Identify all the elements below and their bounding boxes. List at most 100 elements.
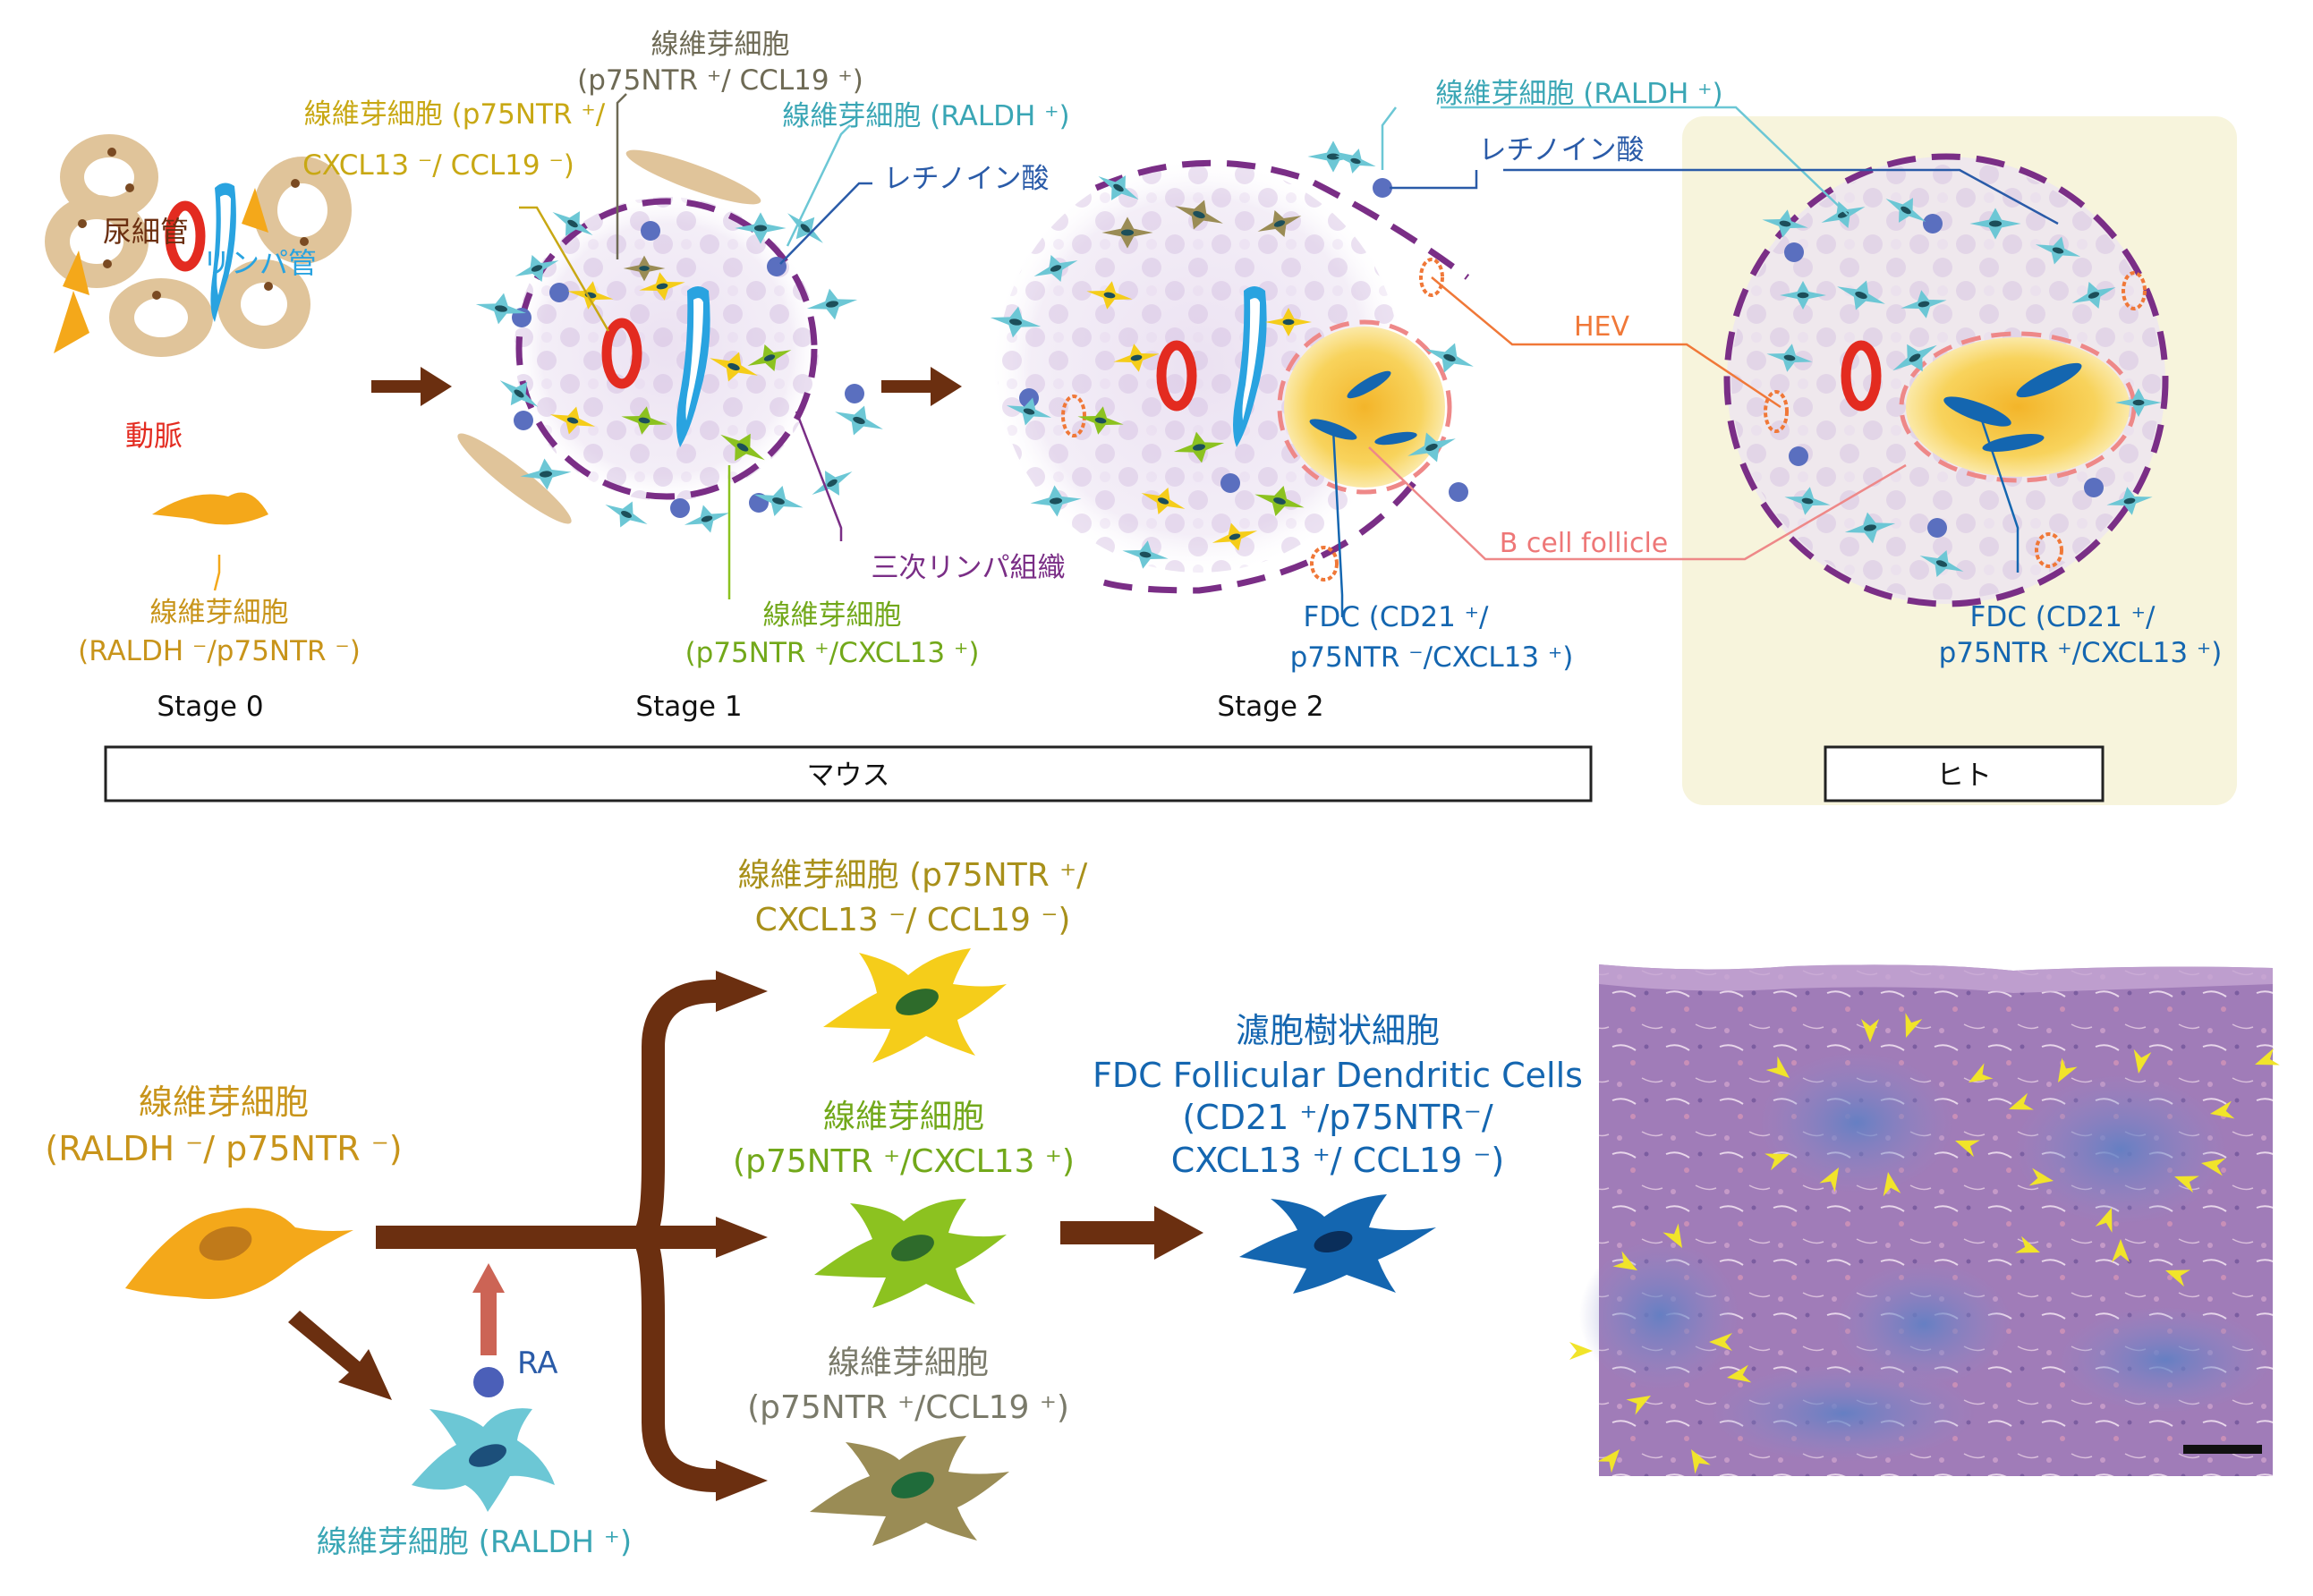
cell-nucleus [1855, 291, 1867, 300]
cell-nucleus [639, 266, 650, 271]
arrowhead-marker [2133, 1048, 2152, 1074]
stage-arrows [371, 367, 962, 406]
arrow-diagonal [288, 1311, 392, 1400]
label-artery: 動脈 [125, 419, 183, 453]
label-renal-tubule: 尿細管 [103, 215, 189, 249]
label-ra: RA [517, 1346, 558, 1381]
cell-nucleus [1282, 318, 1295, 326]
arrowhead-marker [2015, 1235, 2040, 1253]
arrow-main [376, 1226, 640, 1249]
label-hev: HEV [1574, 311, 1630, 343]
differentiation-diagram: RA 線維芽細胞 (RALDH ⁺) 線維芽細胞 (RALDH ⁻/ p75NT… [45, 857, 1583, 1560]
arrowhead-marker [1626, 1396, 1651, 1415]
label-fdc-4: CXCL13 ⁺/ CCL19 ⁻) [1171, 1141, 1504, 1180]
arrowhead-marker [2095, 1208, 2113, 1233]
yellow-arrowheads [1569, 1013, 2280, 1474]
cell-nucleus [763, 354, 776, 361]
label-retinoic-acid: レチノイン酸 [883, 163, 1049, 195]
arrow-branch [634, 980, 725, 1249]
label-fibro-yellow-2: CXCL13 ⁻/ CCL19 ⁻) [302, 149, 574, 182]
arrowhead-marker [1662, 1223, 1682, 1248]
cell-nucleus [539, 471, 553, 478]
label-tertiary-lymphoid: 三次リンパ組織 [872, 552, 1066, 584]
arrow-stage0-to-stage1 [371, 367, 452, 406]
arrowhead-marker [2112, 1239, 2130, 1262]
cell-nucleus [1130, 354, 1143, 361]
cell-nucleus [1443, 353, 1456, 362]
cell-nucleus [567, 219, 578, 228]
cell-nucleus [1273, 220, 1286, 227]
ra-arrow-head [472, 1263, 505, 1293]
label-fdc-human-2: p75NTR ⁺/CXCL13 ⁺) [1939, 637, 2223, 669]
mouse-label: マウス [807, 760, 890, 792]
cell-nucleus [800, 224, 811, 233]
arrowhead-marker [1765, 1056, 1790, 1078]
leader-lines [213, 93, 2059, 617]
label-olive-fibro-2: (p75NTR ⁺/CCL19 ⁺) [747, 1389, 1069, 1426]
cell-nucleus [1918, 301, 1930, 308]
label-retinoic-acid-stage2: レチノイン酸 [1478, 134, 1644, 166]
cell-nucleus [495, 305, 507, 312]
arrowhead-marker [1691, 1449, 1711, 1474]
arrowhead-marker [2009, 1092, 2034, 1110]
scale-bar [2183, 1445, 2262, 1454]
arrow-to-fdc [1060, 1206, 1203, 1260]
cell-nucleus [2052, 247, 2064, 254]
cell-nucleus [621, 511, 632, 518]
species-labels: マウス ヒト [104, 745, 2105, 802]
cell-nucleus [727, 362, 740, 371]
label-fibro-raldh-neg-2: (RALDH ⁻/p75NTR ⁻) [78, 635, 361, 667]
cell-nucleus [827, 479, 838, 488]
arrowhead-marker [1883, 1172, 1901, 1197]
cell-nucleus [1425, 443, 1438, 452]
stage0-illustration [45, 134, 352, 525]
cell-nucleus [1103, 292, 1116, 299]
stage1-illustration [457, 149, 864, 524]
cell-nucleus [1157, 497, 1169, 505]
arrowhead-marker [2210, 1100, 2235, 1119]
cell-nucleus [1909, 353, 1921, 362]
arrowhead-marker [1905, 1013, 1923, 1038]
cell-nucleus [1094, 417, 1107, 424]
cell-nucleus [1023, 408, 1035, 415]
cell-nucleus [531, 265, 543, 272]
arrowhead-marker [2058, 1057, 2078, 1082]
cell-nucleus [1864, 524, 1876, 531]
cell-nucleus [1350, 157, 1361, 165]
arrowhead-marker [1765, 1153, 1790, 1171]
cell-nucleus [826, 301, 838, 308]
label-fibro-teal-top: 線維芽細胞 (RALDH ⁺) [782, 100, 1069, 132]
label-fibro-olive-2: (p75NTR ⁺/ CCL19 ⁺) [577, 64, 863, 97]
label-b-cell-follicle: B cell follicle [1500, 528, 1668, 559]
label-fdc-3: (CD21 ⁺/p75NTR⁻/ [1182, 1098, 1492, 1137]
label-yellow-fibro-1: 線維芽細胞 (p75NTR ⁺/ [738, 857, 1089, 894]
arrowhead-marker [2165, 1269, 2190, 1287]
cell-nucleus [1783, 354, 1796, 361]
label-olive-fibro-1: 線維芽細胞 [828, 1345, 989, 1381]
arrowhead-marker [1969, 1063, 1994, 1082]
cell-nucleus [736, 443, 749, 452]
label-lime-fibro-2: (p75NTR ⁺/CXCL13 ⁺) [733, 1143, 1075, 1180]
label-fdc-mouse-2: p75NTR ⁻/CXCL13 ⁺) [1290, 641, 1574, 674]
arrowhead-marker [2201, 1158, 2226, 1176]
cell-nucleus [2123, 497, 2136, 505]
label-fibro-lime-2: (p75NTR ⁺/CXCL13 ⁺) [685, 637, 980, 669]
label-yellow-fibro-2: CXCL13 ⁻/ CCL19 ⁻) [755, 902, 1071, 938]
cell-nucleus [656, 283, 668, 290]
arrowhead-marker [1597, 1449, 1620, 1473]
arrowhead-marker [1861, 1019, 1879, 1042]
arrowhead-marker [2255, 1048, 2280, 1065]
cell-nucleus [1113, 183, 1124, 192]
arrowhead-marker [1612, 1251, 1637, 1270]
label-stage1: Stage 1 [635, 691, 742, 723]
cell-nucleus [753, 225, 768, 232]
cell-nucleus [1779, 220, 1791, 227]
label-fdc-mouse-1: FDC (CD21 ⁺/ [1304, 601, 1489, 633]
label-fdc-human-1: FDC (CD21 ⁺/ [1970, 601, 2156, 633]
cell-nucleus [1049, 497, 1063, 505]
label-fibro-raldh-neg-1: 線維芽細胞 [150, 597, 289, 629]
cell-nucleus [1326, 153, 1340, 160]
mouse-box [104, 745, 1593, 802]
human-label: ヒト [1936, 760, 1992, 792]
